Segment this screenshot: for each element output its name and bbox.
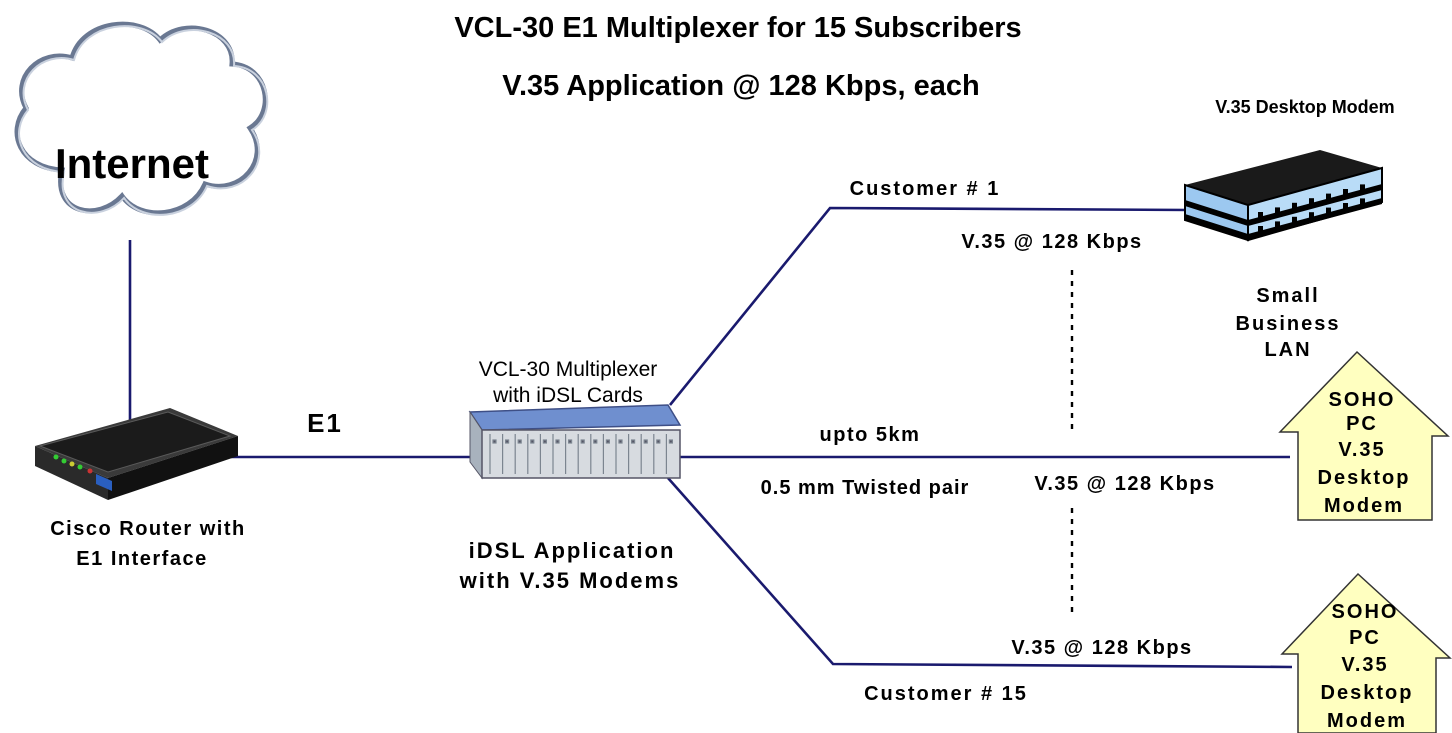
router-label-line1: Cisco Router with [50, 518, 246, 540]
soho-1-line5: Modem [1324, 495, 1404, 517]
rack-card-led [630, 439, 636, 444]
rack-card-led [643, 439, 648, 444]
rack-card-led [530, 439, 535, 444]
distance-label: upto 5km [820, 424, 921, 446]
building-window [1309, 212, 1314, 221]
soho-2-line4: Desktop [1321, 682, 1414, 704]
rack-card-led [492, 439, 497, 444]
rack-multiplexer-icon [468, 404, 682, 480]
cloud-label: Internet [55, 140, 209, 187]
building-window [1343, 203, 1348, 211]
router-label-line2: E1 Interface [76, 548, 207, 570]
soho-1-line2: PC [1346, 413, 1378, 435]
customer-1-label: Customer # 1 [850, 178, 1001, 200]
soho-1-line4: Desktop [1318, 467, 1411, 489]
customer-15-rate: V.35 @ 128 Kbps [1011, 637, 1192, 659]
building-window [1258, 212, 1263, 220]
soho-2-line3: V.35 [1341, 654, 1388, 676]
rack-card-led [668, 439, 674, 444]
building-window [1275, 221, 1280, 230]
building-window [1360, 198, 1365, 207]
multiplexer-label-line1: VCL-30 Multiplexer [479, 358, 658, 381]
soho-2-line1: SOHO [1332, 601, 1399, 623]
rack-card-led [618, 439, 623, 444]
building-window [1309, 198, 1314, 207]
e1-label: E1 [307, 408, 343, 438]
lan-label-line2: Business [1236, 313, 1341, 335]
customer-15-link [667, 477, 1293, 669]
rack-card-led [605, 439, 611, 444]
multiplexer-label-line2: with iDSL Cards [492, 384, 643, 407]
building-window [1326, 193, 1331, 202]
customer-1-link [668, 206, 1191, 406]
office-building-icon [1184, 150, 1383, 242]
business-modem-label: V.35 Desktop Modem [1215, 97, 1394, 117]
building-window [1360, 184, 1365, 193]
customer-1-rate: V.35 @ 128 Kbps [961, 231, 1142, 253]
connection-lines [128, 206, 1293, 669]
soho-1-line1: SOHO [1329, 389, 1396, 411]
soho-2-line2: PC [1349, 627, 1381, 649]
rack-card-led [555, 439, 560, 444]
rack-card-led [505, 439, 510, 444]
house-icon [1280, 572, 1452, 733]
rack-card-led [656, 439, 661, 444]
app-label-line2: with V.35 Modems [459, 568, 681, 593]
router-icon [35, 408, 238, 500]
building-window [1292, 216, 1297, 225]
lan-label-line1: Small [1256, 285, 1319, 307]
cloud-icon [14, 21, 269, 216]
soho-1-rate: V.35 @ 128 Kbps [1034, 473, 1215, 495]
house-icon [1278, 350, 1450, 521]
soho-2-line5: Modem [1327, 710, 1407, 732]
rack-card-led [567, 439, 573, 444]
building-window [1292, 202, 1297, 211]
rack-card-led [593, 439, 598, 444]
building-window [1275, 207, 1280, 216]
app-label-line1: iDSL Application [469, 538, 676, 563]
diagram-title: VCL-30 E1 Multiplexer for 15 Subscribers [454, 12, 1021, 44]
diagram-subtitle: V.35 Application @ 128 Kbps, each [502, 70, 979, 102]
rack-card-led [542, 439, 548, 444]
rack-card-led [517, 439, 522, 444]
building-window [1326, 207, 1331, 216]
cable-label: 0.5 mm Twisted pair [761, 477, 970, 499]
rack-card-led [580, 439, 585, 444]
customer-15-label: Customer # 15 [864, 683, 1028, 705]
soho-1-line3: V.35 [1338, 439, 1385, 461]
lan-label-line3: LAN [1264, 339, 1311, 361]
building-window [1258, 226, 1263, 234]
building-window [1343, 189, 1348, 197]
